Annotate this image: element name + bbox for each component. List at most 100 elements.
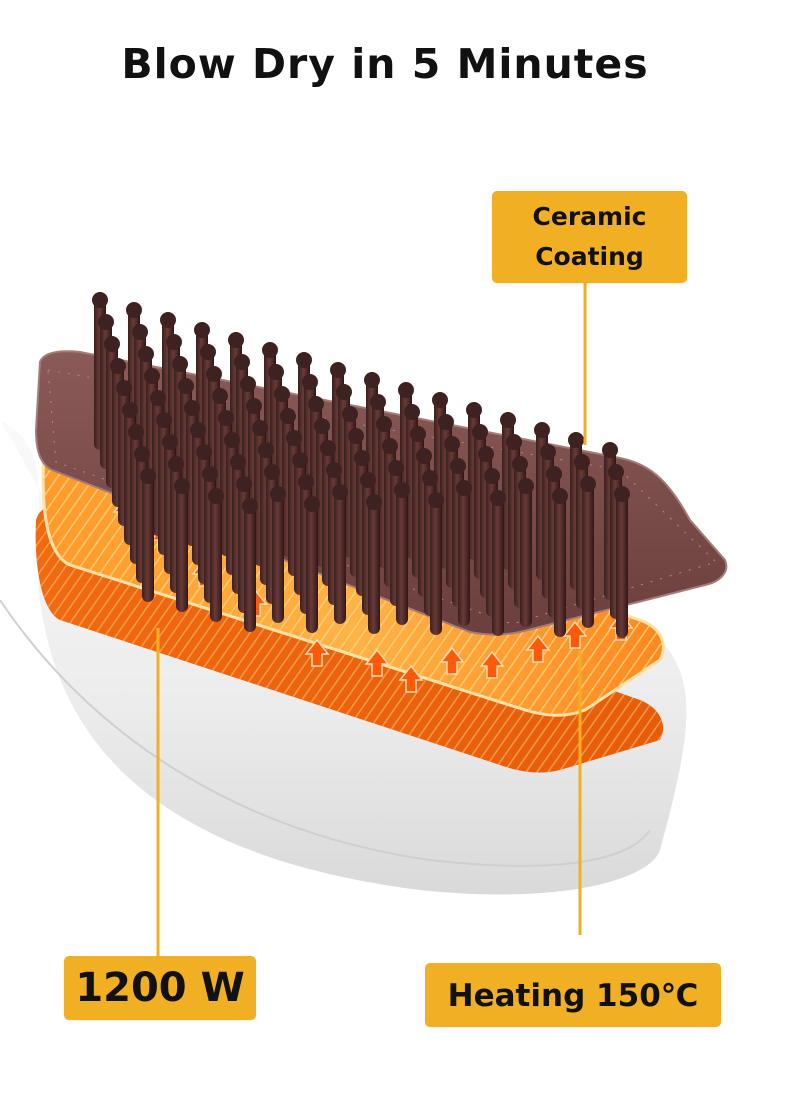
- bristle-tip: [172, 356, 188, 372]
- bristle-tip: [242, 498, 258, 514]
- bristle-tip: [422, 470, 438, 486]
- bristle-tip: [196, 444, 212, 460]
- bristle-tip: [376, 416, 392, 432]
- bristle-tip: [224, 432, 240, 448]
- heat-arrow-icon: [525, 634, 551, 663]
- bristle-tip: [252, 420, 268, 436]
- bristle: [210, 496, 222, 622]
- bristle-tip: [140, 468, 156, 484]
- bristle-tip: [194, 322, 210, 338]
- bristle-tip: [614, 486, 630, 502]
- bristle-tip: [184, 400, 200, 416]
- bristle-tip: [552, 488, 568, 504]
- ceramic-callout-line1: Ceramic: [532, 202, 647, 231]
- bristle-tip: [394, 482, 410, 498]
- page-title: Blow Dry in 5 Minutes: [121, 40, 649, 88]
- bristle-tip: [292, 452, 308, 468]
- heat-arrow-icon: [398, 664, 424, 693]
- bristle-tip: [98, 314, 114, 330]
- bristle-tip: [218, 410, 234, 426]
- bristle-tip: [116, 380, 132, 396]
- bristle-array: [92, 292, 630, 638]
- bristle-tip: [326, 462, 342, 478]
- bristle-tip: [132, 324, 148, 340]
- bristle: [334, 492, 346, 624]
- bristle-tip: [472, 424, 488, 440]
- bristle-tip: [268, 364, 284, 380]
- bristle-tip: [298, 474, 314, 490]
- bristle: [272, 494, 284, 623]
- bristle-tip: [540, 444, 556, 460]
- bristle-tip: [364, 372, 380, 388]
- bristle-tip: [608, 464, 624, 480]
- bristle-tip: [314, 418, 330, 434]
- bristle-tip: [456, 480, 472, 496]
- bristle-tip: [212, 388, 228, 404]
- bristle-tip: [126, 302, 142, 318]
- bristle-tip: [296, 352, 312, 368]
- bristle-tip: [144, 368, 160, 384]
- bristle-tip: [162, 434, 178, 450]
- bristle-tip: [370, 394, 386, 410]
- bristle: [176, 486, 188, 612]
- heat-arrow-icon: [304, 638, 330, 667]
- bristle-tip: [332, 484, 348, 500]
- bristle-tip: [602, 442, 618, 458]
- bristle-tip: [534, 422, 550, 438]
- bristle-tip: [348, 428, 364, 444]
- bristle-tip: [234, 354, 250, 370]
- bristle-tip: [104, 336, 120, 352]
- bristle: [458, 488, 470, 626]
- bristle-tip: [366, 494, 382, 510]
- bristle: [554, 496, 566, 637]
- bristle-tip: [490, 490, 506, 506]
- bristle-tip: [466, 402, 482, 418]
- ceramic-coating-callout: Ceramic Coating: [492, 191, 687, 283]
- bristle-tip: [478, 446, 494, 462]
- bristle-tip: [286, 430, 302, 446]
- bristle-tip: [546, 466, 562, 482]
- bristle-tip: [506, 434, 522, 450]
- bristle-tip: [274, 386, 290, 402]
- bristle: [368, 502, 380, 634]
- bristle-tip: [138, 346, 154, 362]
- bristle-tip: [304, 496, 320, 512]
- bristle-tip: [160, 312, 176, 328]
- bristle-tip: [236, 476, 252, 492]
- bristle-tip: [320, 440, 336, 456]
- bristle-tip: [110, 358, 126, 374]
- ceramic-callout-line2: Coating: [535, 242, 644, 271]
- bristle-tip: [174, 478, 190, 494]
- bristle-tip: [128, 424, 144, 440]
- power-callout: 1200 W: [64, 956, 256, 1020]
- bristle-tip: [240, 376, 256, 392]
- bristle-tip: [246, 398, 262, 414]
- bristle-tip: [354, 450, 370, 466]
- bristle: [430, 500, 442, 635]
- bristle-tip: [574, 454, 590, 470]
- bristle-tip: [230, 454, 246, 470]
- bristle-tip: [580, 476, 596, 492]
- bristle-tip: [178, 378, 194, 394]
- bristle: [244, 506, 256, 632]
- bristle-tip: [428, 492, 444, 508]
- bristle-tip: [342, 406, 358, 422]
- bristle: [520, 486, 532, 627]
- bristle-tip: [168, 456, 184, 472]
- bristle-tip: [264, 464, 280, 480]
- bristle-tip: [258, 442, 274, 458]
- heat-arrow-icon: [479, 650, 505, 679]
- bristle-tip: [302, 374, 318, 390]
- bristle-tip: [190, 422, 206, 438]
- bristle-tip: [398, 382, 414, 398]
- bristle: [492, 498, 504, 636]
- bristle-tip: [308, 396, 324, 412]
- heat-arrow-icon: [439, 646, 465, 675]
- bristle-tip: [512, 456, 528, 472]
- bristle-tip: [134, 446, 150, 462]
- bristle-tip: [262, 342, 278, 358]
- bristle-tip: [228, 332, 244, 348]
- bristle-tip: [404, 404, 420, 420]
- bristle: [306, 504, 318, 633]
